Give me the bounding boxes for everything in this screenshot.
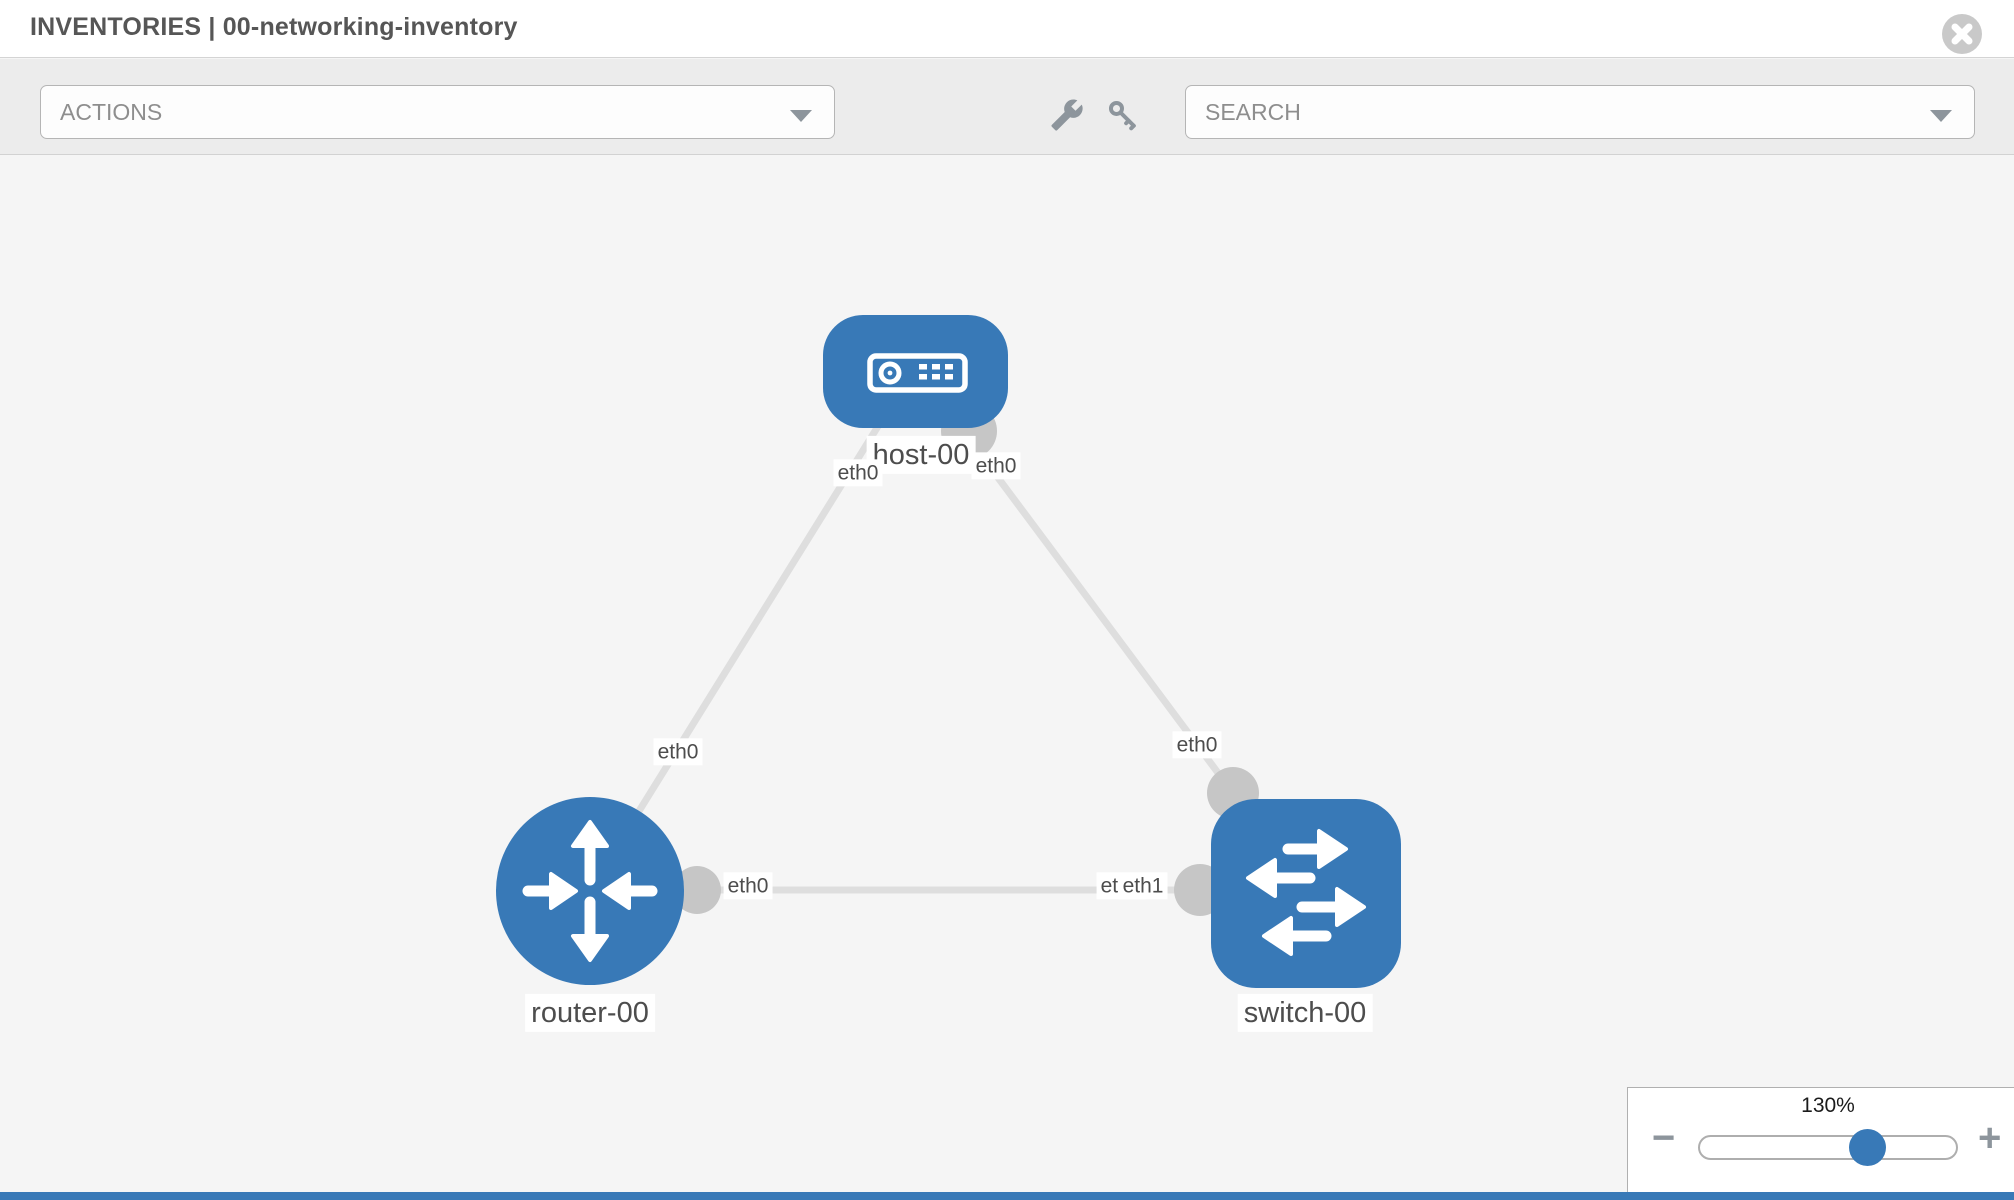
page-title: INVENTORIES | 00-networking-inventory bbox=[30, 13, 518, 41]
actions-dropdown-label: ACTIONS bbox=[60, 99, 163, 125]
toolbar: ACTIONS SEARCH bbox=[0, 59, 2014, 155]
interface-label-router-mid: eth0 bbox=[723, 872, 773, 900]
wrench-icon bbox=[1051, 99, 1083, 131]
zoom-slider-handle[interactable] bbox=[1849, 1129, 1886, 1166]
node-label-router: router-00 bbox=[525, 993, 655, 1033]
zoom-out-button[interactable]: − bbox=[1652, 1116, 1676, 1160]
search-dropdown-label: SEARCH bbox=[1205, 99, 1301, 125]
host-icon bbox=[867, 353, 968, 393]
interface-stub-router bbox=[673, 866, 721, 914]
credentials-button[interactable] bbox=[1106, 98, 1140, 132]
node-host[interactable] bbox=[823, 315, 1008, 428]
actions-dropdown[interactable]: ACTIONS bbox=[40, 85, 835, 139]
link-switch-host[interactable] bbox=[951, 416, 1237, 797]
zoom-panel: 130% − + bbox=[1627, 1087, 2014, 1200]
node-switch[interactable] bbox=[1211, 799, 1401, 988]
node-label-host: host-00 bbox=[866, 435, 976, 475]
zoom-level-readout: 130% bbox=[1801, 1094, 1855, 1117]
interface-label-switch-mid-over: eth1 bbox=[1118, 872, 1168, 900]
router-icon bbox=[522, 820, 658, 962]
interface-label-switch-top: eth0 bbox=[1172, 731, 1222, 759]
node-router[interactable] bbox=[496, 797, 684, 985]
switch-icon bbox=[1246, 829, 1366, 956]
key-icon bbox=[1108, 100, 1136, 131]
chevron-down-icon bbox=[1930, 110, 1952, 122]
tools-button[interactable] bbox=[1050, 98, 1084, 132]
zoom-slider-track[interactable] bbox=[1698, 1135, 1958, 1160]
close-icon bbox=[1951, 23, 1973, 45]
node-label-switch: switch-00 bbox=[1237, 993, 1373, 1033]
search-dropdown[interactable]: SEARCH bbox=[1185, 85, 1975, 139]
interface-label-router-top: eth0 bbox=[653, 738, 703, 766]
interface-label-host-right: eth0 bbox=[971, 452, 1021, 480]
bottom-accent-bar bbox=[0, 1192, 2014, 1200]
interface-label-host-left: eth0 bbox=[833, 459, 883, 487]
header: INVENTORIES | 00-networking-inventory bbox=[0, 0, 2014, 58]
link-router-host[interactable] bbox=[586, 411, 889, 894]
chevron-down-icon bbox=[790, 110, 812, 122]
zoom-in-button[interactable]: + bbox=[1978, 1116, 2002, 1160]
close-button[interactable] bbox=[1942, 14, 1982, 54]
